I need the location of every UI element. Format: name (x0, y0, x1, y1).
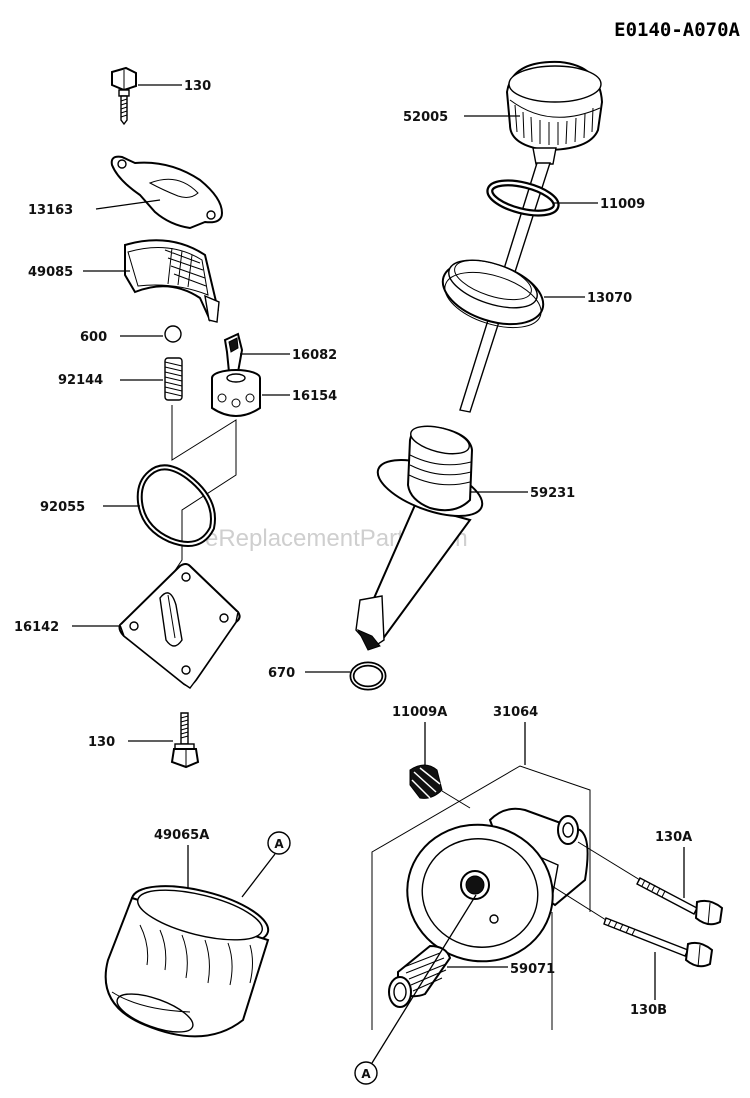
bolt-130B[interactable] (603, 917, 714, 968)
oil-filter-49065A[interactable] (104, 875, 274, 1040)
pump-cover-16142[interactable] (118, 563, 241, 689)
label-13070[interactable]: 13070 (587, 291, 632, 306)
o-ring-92055[interactable] (136, 464, 216, 547)
leader-callout-a-top (241, 853, 276, 898)
label-130B[interactable]: 130B (630, 1003, 667, 1018)
label-130A[interactable]: 130A (655, 830, 692, 845)
label-600[interactable]: 600 (80, 330, 107, 345)
label-16142[interactable]: 16142 (14, 620, 59, 635)
label-49085[interactable]: 49085 (28, 265, 73, 280)
callout-a-top (267, 831, 291, 855)
label-11009A[interactable]: 11009A (392, 705, 447, 720)
bolt-130-top[interactable] (111, 66, 137, 126)
label-16154[interactable]: 16154 (292, 389, 337, 404)
label-13163[interactable]: 13163 (28, 203, 73, 218)
clip-11009A[interactable] (409, 764, 443, 799)
callout-a-bottom (354, 1061, 378, 1085)
cover-plate-13163[interactable] (110, 155, 224, 230)
label-130-bottom[interactable]: 130 (88, 735, 115, 750)
ring-11009[interactable] (486, 177, 560, 219)
label-49065A[interactable]: 49065A (154, 828, 209, 843)
seal-13070[interactable] (435, 250, 551, 338)
guide-130B (551, 885, 607, 921)
adapter-59071[interactable] (388, 944, 452, 1008)
o-ring-670[interactable] (349, 661, 387, 691)
label-11009[interactable]: 11009 (600, 197, 645, 212)
leader-13163 (95, 199, 161, 210)
leader-callout-a-bottom (371, 894, 477, 1064)
dipstick-tube-59231[interactable] (355, 421, 489, 651)
label-92055[interactable]: 92055 (40, 500, 85, 515)
bolt-130A[interactable] (636, 877, 724, 926)
ball-600[interactable] (164, 325, 182, 343)
guide-11009A (441, 790, 471, 809)
label-16082[interactable]: 16082 (292, 348, 337, 363)
callout-a-bottom-letter: A (361, 1067, 371, 1081)
bolt-130-bottom[interactable] (170, 712, 200, 769)
filter-base-31064[interactable] (393, 807, 589, 977)
dipstick-cap-52005[interactable] (505, 60, 604, 165)
spring-92144[interactable] (164, 357, 183, 401)
label-670[interactable]: 670 (268, 666, 295, 681)
strainer-49085[interactable] (124, 239, 220, 323)
callout-a-top-letter: A (274, 837, 284, 851)
rotor-16154[interactable] (211, 369, 261, 417)
shaft-16082[interactable] (223, 332, 244, 373)
assembly-bracket-31064 (371, 765, 591, 1030)
label-92144[interactable]: 92144 (58, 373, 103, 388)
diagram-code: E0140-A070A (614, 19, 740, 41)
label-59071[interactable]: 59071 (510, 962, 555, 977)
label-52005[interactable]: 52005 (403, 110, 448, 125)
label-59231[interactable]: 59231 (530, 486, 575, 501)
label-31064[interactable]: 31064 (493, 705, 538, 720)
guide-130A (577, 841, 641, 881)
assembly-guide-line (171, 405, 237, 576)
label-130-top[interactable]: 130 (184, 79, 211, 94)
